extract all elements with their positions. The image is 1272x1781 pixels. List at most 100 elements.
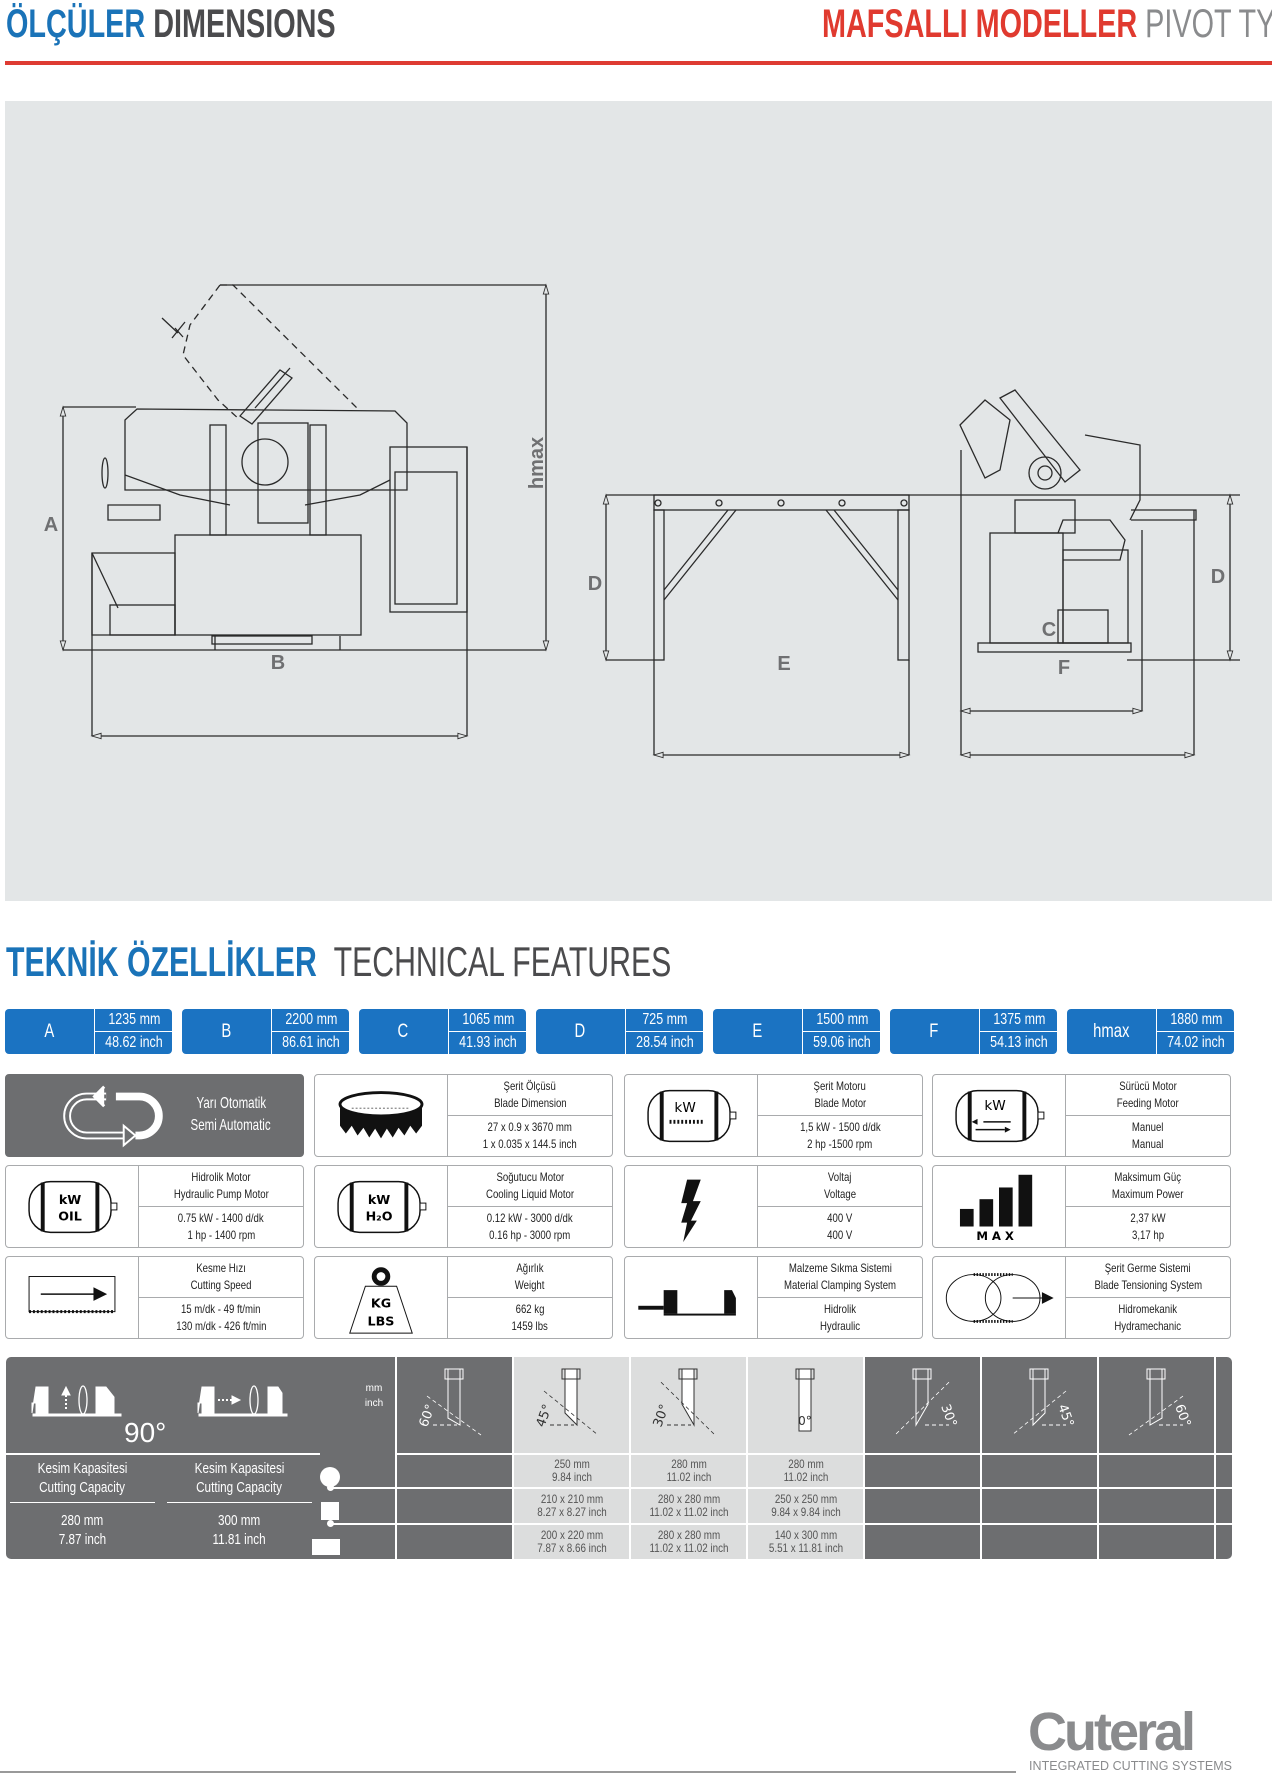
text: 662 kg	[515, 1302, 545, 1316]
text: 280 x 280 mm	[657, 1492, 721, 1506]
text: Hidrolik	[823, 1302, 856, 1316]
title-en: DIMENSIONS	[153, 2, 336, 46]
text: Kesme Hızı	[196, 1261, 246, 1275]
text: Şerit Ölçüsü	[503, 1079, 557, 1093]
capacity-column-right-45: 45°	[980, 1357, 1099, 1559]
feature-value: 0.12 kW - 3000 d/dk 0.16 hp - 3000 rpm	[448, 1207, 612, 1247]
text: 200 x 220 mm	[540, 1528, 604, 1542]
text: 0.12 kW - 3000 d/dk	[487, 1211, 573, 1225]
text: Cooling Liquid Motor	[485, 1187, 575, 1201]
text: 54.13 inch	[990, 1034, 1048, 1051]
cutting-capacity-table: 90° mm inch Kesim Kapasitesi Cutting Cap…	[6, 1357, 1232, 1559]
text: 11.02 x 11.02 inch	[649, 1541, 729, 1555]
text: 30°	[651, 1402, 673, 1429]
dimension-inch: 48.62 inch	[94, 1032, 172, 1054]
cuteral-logo: Cuteral INTEGRATED CUTTING SYSTEMS	[1026, 1700, 1236, 1776]
text: 28.54 inch	[636, 1034, 694, 1051]
text: Hidrolik Motor	[191, 1170, 251, 1184]
logo-mark: Cuteral INTEGRATED CUTTING SYSTEMS	[1028, 1702, 1232, 1773]
dimension-mm: 1375 mm	[979, 1009, 1057, 1032]
text: Hydraulic Pump Motor	[173, 1187, 269, 1201]
rectangle-bar-icon	[312, 1539, 340, 1555]
logo-tagline: INTEGRATED CUTTING SYSTEMS	[1029, 1759, 1232, 1773]
capacity-column-right-60: 60°	[1097, 1357, 1216, 1559]
text: 400 V	[827, 1228, 853, 1242]
text: 7.87 x 8.66 inch	[537, 1541, 607, 1555]
text: H₂O	[366, 1209, 393, 1224]
dimension-label: D	[536, 1009, 624, 1054]
blade-angle-left-icon: 45°	[534, 1368, 599, 1436]
text: 11.02 inch	[783, 1470, 829, 1484]
text: Hydramechanic	[1114, 1319, 1182, 1333]
text: 59.06 inch	[813, 1034, 871, 1051]
dim-label-c: C	[1042, 619, 1056, 641]
text: 0.16 hp - 3000 rpm	[489, 1228, 571, 1242]
text: 2200 mm	[284, 1011, 338, 1028]
text: Blade Motor	[814, 1096, 866, 1110]
dimension-box-c: C 1065 mm 41.93 inch	[359, 1009, 526, 1054]
text: Malzeme Sıkma Sistemi	[788, 1261, 892, 1275]
dimension-box-hmax: hmax 1880 mm 74.02 inch	[1067, 1009, 1234, 1054]
blade-angle-left-icon: 60°	[417, 1368, 482, 1436]
text: 30°	[937, 1402, 959, 1429]
text: 280 mm	[671, 1457, 707, 1471]
text: Semi Automatic	[190, 1117, 272, 1134]
blade-angle-none-icon: 0°	[795, 1368, 815, 1432]
capacity-column-spacer	[1214, 1357, 1232, 1559]
dim-label-e: E	[777, 653, 790, 675]
text: F	[929, 1021, 939, 1042]
text: Şerit Motoru	[813, 1079, 867, 1093]
text: KG	[371, 1296, 391, 1311]
text: 1 x 0.035 x 144.5 inch	[483, 1137, 577, 1151]
dim-label-f: F	[1058, 657, 1070, 679]
round-bar-icon	[320, 1467, 340, 1487]
text: 3,17 hp	[1131, 1228, 1165, 1242]
blade-tension-icon	[945, 1273, 1054, 1323]
text: 48.62 inch	[105, 1034, 163, 1051]
text: 0°	[798, 1414, 812, 1428]
dimension-drawing-panel: A B hmax D E C F D	[5, 101, 1272, 901]
blade-angle-right-icon: 30°	[894, 1368, 959, 1436]
text: 45°	[1054, 1402, 1076, 1429]
capacity-title-tr: Kesim Kapasitesi	[194, 1460, 285, 1477]
max-power-icon: MAX	[959, 1174, 1033, 1243]
text: 280 x 280 mm	[657, 1528, 721, 1542]
blade-motor-icon: kW	[647, 1089, 737, 1143]
semi-automatic-icon	[63, 1085, 163, 1148]
title-en: PIVOT TYPES	[1145, 2, 1272, 46]
text: 60°	[417, 1402, 439, 1429]
divider	[395, 1453, 1232, 1455]
unit-mm: mm	[366, 1383, 383, 1394]
text: 27 x 0.9 x 3670 mm	[487, 1120, 573, 1134]
text: 250 x 250 mm	[774, 1492, 838, 1506]
dimension-label: A	[5, 1009, 93, 1054]
dim-label-d-right: D	[1211, 566, 1225, 588]
feeding-motor-icon: kW	[955, 1089, 1045, 1143]
footer-divider	[0, 1771, 1016, 1773]
text: Ağırlık	[516, 1261, 544, 1275]
dimension-mm: 725 mm	[625, 1009, 703, 1032]
text: MAX	[976, 1229, 1017, 1243]
text: 15 m/dk - 49 ft/min	[181, 1302, 261, 1316]
